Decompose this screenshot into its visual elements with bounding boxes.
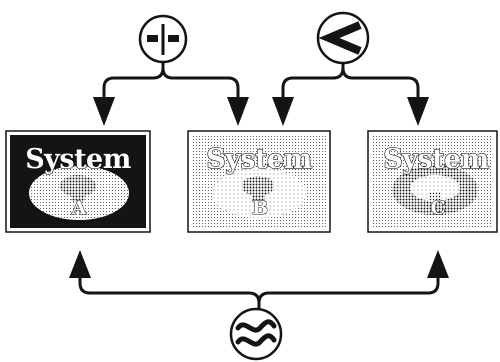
system-a-letter: A — [71, 197, 87, 219]
relation-top-right — [272, 11, 429, 126]
arrowhead-to-system-b-right — [272, 97, 294, 126]
system-c-box: System C — [367, 130, 498, 233]
system-a-box: System A — [5, 130, 151, 233]
system-b-title: System — [206, 144, 312, 175]
connector-top-left — [102, 62, 240, 100]
incompatible-icon-bar-left — [147, 35, 158, 42]
arrowhead-to-system-c — [407, 97, 429, 126]
approximately-equal-icon — [229, 307, 283, 361]
approx-wave-bottom — [235, 333, 277, 347]
system-b-stem — [252, 192, 265, 202]
relation-bottom — [69, 250, 449, 361]
arrowhead-to-system-a — [93, 97, 115, 126]
system-a-core — [60, 175, 96, 197]
system-b-core — [242, 176, 274, 196]
arrowhead-to-system-c-bottom — [427, 250, 449, 278]
approx-wave-top — [235, 319, 277, 333]
system-c-letter: C — [430, 197, 445, 219]
incompatible-icon-divider — [161, 24, 165, 55]
arrowhead-to-system-b-left — [227, 97, 249, 126]
less-than-glyph — [318, 21, 362, 55]
system-c-core — [410, 175, 460, 201]
arrowhead-to-system-a-bottom — [69, 250, 91, 278]
connector-bottom — [78, 276, 440, 308]
connector-top-right — [281, 63, 420, 100]
system-c-title: System — [383, 144, 489, 175]
system-b-letter: B — [252, 197, 268, 219]
system-c-stem — [428, 192, 442, 202]
system-a-title: System — [25, 144, 131, 175]
system-b-box: System B — [187, 130, 331, 233]
relation-top-left — [93, 14, 249, 126]
system-a-stem — [71, 192, 85, 202]
incompatible-icon-bar-right — [168, 35, 179, 42]
